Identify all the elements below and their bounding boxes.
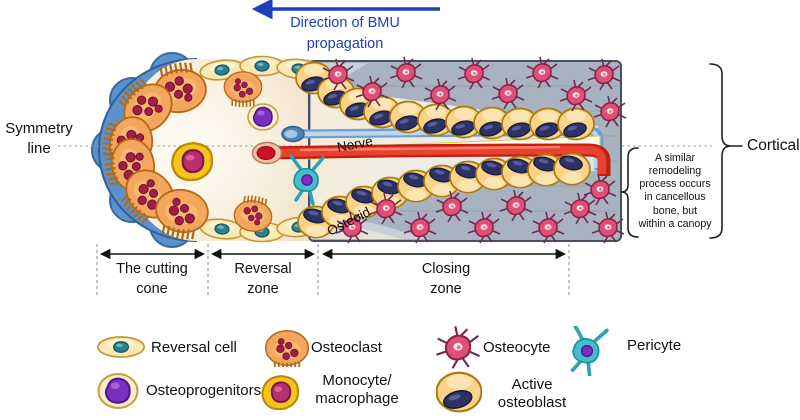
legend-label-pericyte: Pericyte bbox=[627, 337, 682, 354]
legend-label-osteoclast: Osteoclast bbox=[311, 339, 382, 356]
reversal-cell-icon bbox=[97, 336, 145, 358]
zone-markers bbox=[96, 244, 570, 298]
symmetry-line-label: Symmetry line bbox=[5, 120, 73, 157]
zone-label-reversal-zone: Reversal zone bbox=[234, 261, 292, 297]
osteoclast-icon bbox=[264, 329, 310, 367]
monocyte-macrophage-icon bbox=[261, 375, 300, 411]
legend-label-osteocyte: Osteocyte bbox=[483, 339, 551, 356]
pericyte-icon bbox=[565, 326, 609, 376]
direction-of-bmu-label: Direction of BMU propagation bbox=[290, 15, 400, 53]
legend-label-monocyte-macrophage: Monocyte/ macrophage bbox=[315, 372, 399, 407]
legend-label-active-osteoblast: Active osteoblast bbox=[497, 376, 567, 411]
osteocyte-icon bbox=[435, 326, 481, 370]
artery bbox=[251, 141, 611, 176]
osteoprogenitors-icon bbox=[97, 373, 139, 409]
cancellous-note: A similar remodeling process occurs in c… bbox=[638, 152, 712, 230]
monocyte-cell bbox=[171, 141, 214, 182]
osteoprogenitor-cell bbox=[247, 103, 279, 131]
nerve-label: Nerve bbox=[336, 133, 374, 155]
zone-label-cutting-cone: The cutting cone bbox=[116, 261, 188, 297]
legend-label-reversal-cell: Reversal cell bbox=[151, 339, 237, 356]
zone-label-closing-zone: Closing zone bbox=[421, 261, 471, 297]
legend-label-osteoprogenitors: Osteoprogenitors bbox=[146, 382, 262, 399]
bmu-diagram-svg: Nerve Osteoid bbox=[58, 0, 743, 298]
active-osteoblast-icon bbox=[436, 371, 482, 413]
cancellous-brace bbox=[620, 147, 639, 238]
cortical-label: Cortical bbox=[747, 137, 800, 154]
